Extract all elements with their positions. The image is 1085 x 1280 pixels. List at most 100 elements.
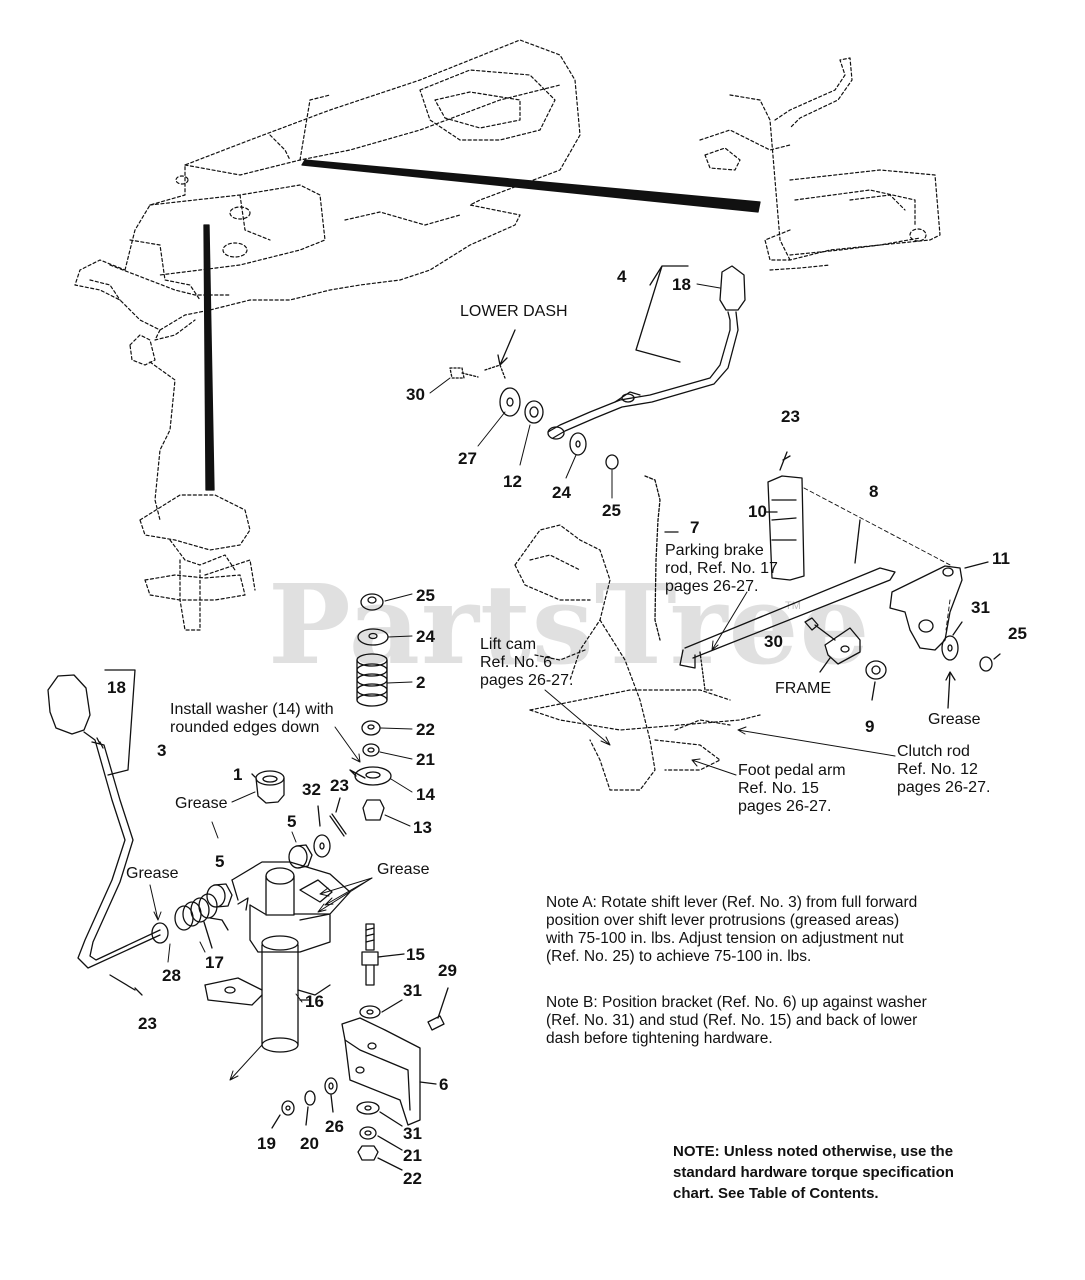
callout-28: 28 [162,966,181,985]
callout-26: 26 [325,1117,344,1136]
callout-25-right: 25 [1008,624,1027,643]
install-washer-label-2: rounded edges down [170,719,320,736]
callout-25-column: 25 [416,586,435,605]
lift-cam-ghost [514,524,761,791]
callout-21-low: 21 [403,1146,422,1165]
callout-30-top: 30 [406,385,425,404]
callout-25-top: 25 [602,501,621,520]
callout-24-column: 24 [416,627,435,646]
install-washer-label-1: Install washer (14) with [170,701,334,718]
note-main-line-2: standard hardware torque specification [673,1164,954,1181]
foot-pedal-label-3: pages 26-27. [738,798,832,815]
callout-19: 19 [257,1134,276,1153]
watermark: PartsTree [268,560,871,689]
part-10-plate [765,451,805,581]
grease-label-hub: Grease [377,861,430,878]
callout-8: 8 [869,482,879,501]
lower-dash-label: LOWER DASH [460,303,568,320]
note-a-line-3: with 75-100 in. lbs. Adjust tension on a… [546,930,904,947]
leader-lines-1 [429,283,721,499]
note-a-line-1: Note A: Rotate shift lever (Ref. No. 3) … [546,894,918,911]
leader-bar-right [301,159,761,213]
guide-lines [803,487,953,631]
callout-4: 4 [617,267,627,286]
callout-15: 15 [406,945,425,964]
callout-30-frame: 30 [764,632,783,651]
callout-12: 12 [503,472,522,491]
callout-21-column: 21 [416,750,435,769]
callout-14: 14 [416,785,435,804]
lower-leaders [167,821,303,1003]
parking-brake-label-1: Parking brake [665,542,764,559]
lower-dash-arrow [497,329,516,366]
part-11-bracket [889,561,989,651]
callout-23-top: 23 [781,407,800,426]
callout-13: 13 [413,818,432,837]
callout-1: 1 [233,765,243,784]
shift-assembly-ghost [129,334,256,631]
callout-10: 10 [748,502,767,521]
callout-23-bottom: 23 [138,1014,157,1033]
note-b-line-3: dash before tightening hardware. [546,1030,773,1047]
callout-18-left: 18 [107,678,126,697]
callout-3: 3 [157,741,167,760]
parking-brake-label-3: pages 26-27. [665,578,759,595]
parking-brake-rod [644,475,679,641]
lever-4-drawing [547,265,746,440]
clutch-rod-label-3: pages 26-27. [897,779,991,796]
leader-bar-down [203,224,215,491]
note-main-line-3: chart. See Table of Contents. [673,1185,879,1202]
note-b-line-1: Note B: Position bracket (Ref. No. 6) up… [546,994,927,1011]
callout-27: 27 [458,449,477,468]
callout-4-bracket [635,265,689,363]
lift-cam-label-2: Ref. No. 6 [480,654,553,671]
callout-31-low: 31 [403,1124,422,1143]
part-8-rod [679,519,896,691]
callout-31-mid: 31 [403,981,422,1000]
part-17-spring [174,893,229,949]
watermark-tm: TM [785,600,801,612]
clutch-rod-label-1: Clutch rod [897,743,970,760]
lift-cam-label-1: Lift cam [480,636,537,653]
grease-label-bushing: Grease [175,795,228,812]
foot-pedal-label-2: Ref. No. 15 [738,780,819,797]
callout-29: 29 [438,961,457,980]
hub-shaft-16 [204,861,351,1053]
callout-20: 20 [300,1134,319,1153]
callout-22-column: 22 [416,720,435,739]
callout-22-low: 22 [403,1169,422,1188]
middle-leaders [544,591,896,776]
callout-5-upper: 5 [287,812,297,831]
grease-label-lever: Grease [126,865,179,882]
callout-32: 32 [302,780,321,799]
frame-label: FRAME [775,680,831,697]
foot-pedal-label-1: Foot pedal arm [738,762,846,779]
note-a-line-2: position over shift lever protrusions (g… [546,912,900,929]
callout-11: 11 [992,549,1010,568]
part-1-bushing [251,770,285,804]
part-28-washer [151,922,169,944]
column-leaders [334,593,413,827]
frame-bracket [804,617,887,701]
callout-31-right: 31 [971,598,990,617]
lift-cam-label-3: pages 26-27. [480,672,574,689]
grease-arrows [149,791,373,1081]
note-main: NOTE: Unless noted otherwise, use the st… [673,1141,954,1204]
callout-16: 16 [305,992,324,1011]
callout-18-top: 18 [672,275,691,294]
grease-label-right: Grease [928,711,981,728]
note-b-line-2: (Ref. No. 31) and stud (Ref. No. 15) and… [546,1012,918,1029]
part-32-23 [313,797,347,858]
lower-dash-hardware [449,364,619,470]
stud-15-group [359,923,449,1031]
note-b: Note B: Position bracket (Ref. No. 6) up… [546,994,927,1048]
right-washers [941,621,1001,709]
bracket-6 [341,1017,437,1126]
callout-5-lower: 5 [215,852,225,871]
lower-hardware [271,1077,403,1171]
callout-2: 2 [416,673,426,692]
callout-7: 7 [690,518,700,537]
tractor-frame-drawing [74,39,581,341]
shift-lever-3 [47,669,161,996]
